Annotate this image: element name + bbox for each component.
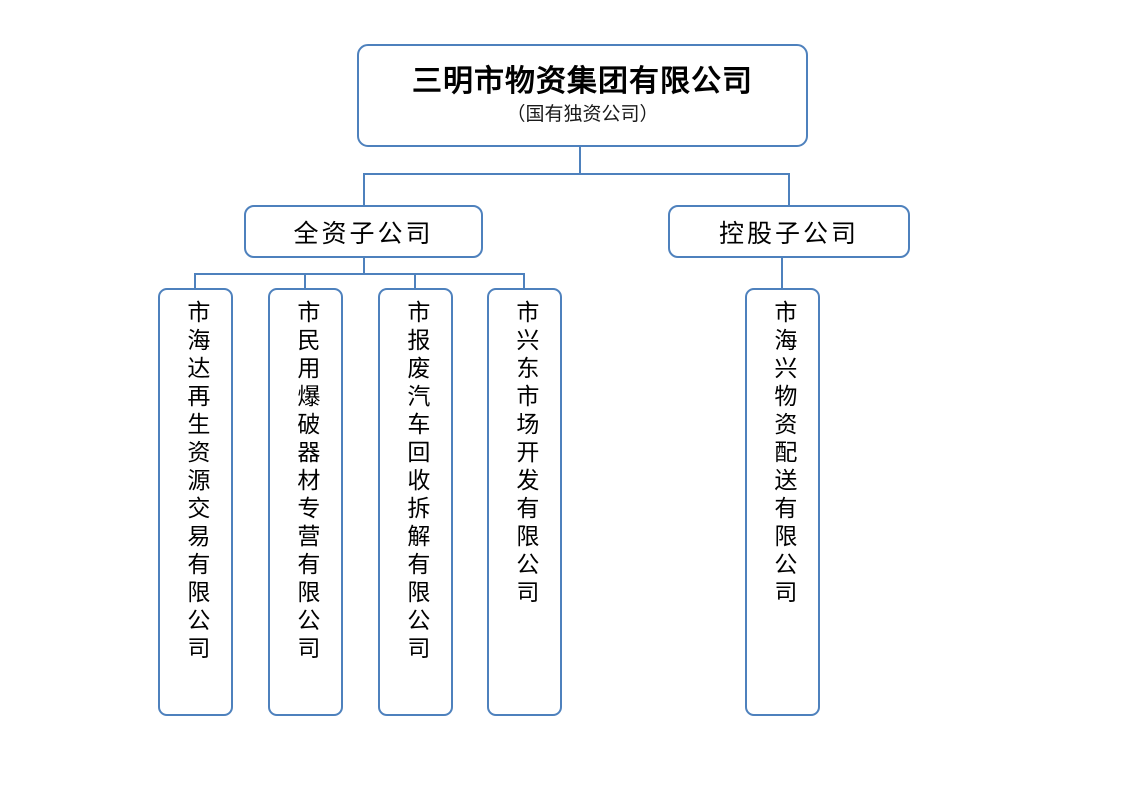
root-title: 三明市物资集团有限公司 [412,65,753,99]
connector-drop-leaf-4 [781,258,783,289]
connector-leaf-bus [194,273,525,275]
node-subsidiary[interactable]: 市海达再生资源交易有限公司 [158,288,233,716]
connector-drop-leaf-2 [414,273,416,289]
node-subsidiary[interactable]: 市海兴物资配送有限公司 [745,288,820,716]
connector-drop-category-0 [363,173,365,206]
connector-root-stem [579,146,581,174]
subsidiary-label: 市海达再生资源交易有限公司 [183,300,209,664]
subsidiary-label: 市海兴物资配送有限公司 [770,300,796,608]
category-label: 控股子公司 [718,220,859,248]
connector-drop-leaf-0 [194,273,196,289]
node-root[interactable]: 三明市物资集团有限公司 （国有独资公司） [357,44,808,147]
node-category-holding[interactable]: 控股子公司 [668,205,910,258]
connector-drop-leaf-1 [304,273,306,289]
node-subsidiary[interactable]: 市民用爆破器材专营有限公司 [268,288,343,716]
subsidiary-label: 市民用爆破器材专营有限公司 [293,300,319,664]
node-category-wholly-owned[interactable]: 全资子公司 [244,205,483,258]
subsidiary-label: 市兴东市场开发有限公司 [512,300,538,608]
node-subsidiary[interactable]: 市兴东市场开发有限公司 [487,288,562,716]
category-label: 全资子公司 [293,220,434,248]
subsidiary-label: 市报废汽车回收拆解有限公司 [403,300,429,664]
connector-category-0-stem [363,258,365,274]
node-subsidiary[interactable]: 市报废汽车回收拆解有限公司 [378,288,453,716]
connector-level1-bus [364,173,789,175]
root-subtitle: （国有独资公司） [506,103,659,125]
connector-drop-leaf-3 [523,273,525,289]
connector-drop-category-1 [788,173,790,206]
